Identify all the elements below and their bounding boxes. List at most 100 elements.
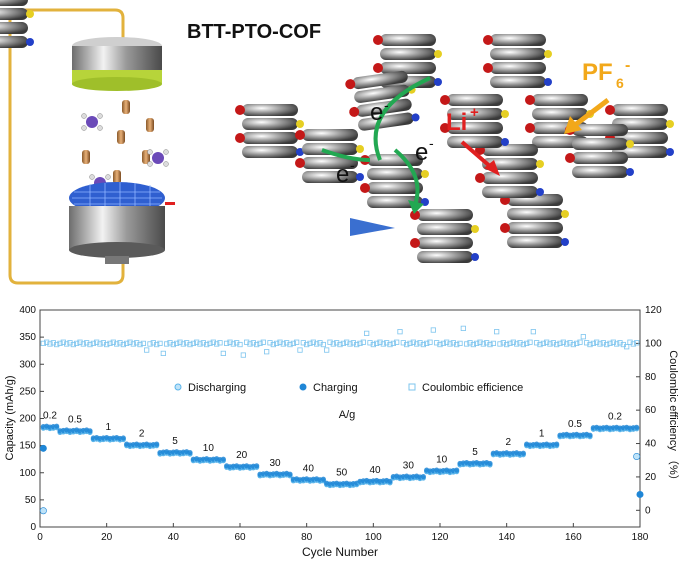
efficiency-point	[627, 339, 633, 345]
charge-point	[634, 424, 640, 430]
efficiency-point	[254, 341, 260, 348]
efficiency-point	[87, 341, 93, 348]
efficiency-point	[407, 340, 413, 346]
efficiency-point	[447, 341, 453, 347]
efficiency-point	[567, 340, 573, 346]
efficiency-point	[104, 341, 110, 348]
charge-point	[120, 435, 126, 441]
svg-text:e: e	[415, 139, 428, 166]
rate-label: 5	[172, 436, 178, 447]
efficiency-point	[404, 341, 410, 348]
efficiency-point	[590, 340, 596, 346]
efficiency-point	[337, 341, 343, 348]
x-tick-label: 100	[365, 532, 382, 543]
efficiency-point	[384, 340, 390, 346]
efficiency-point	[487, 341, 493, 348]
blue-arrow	[350, 218, 395, 236]
efficiency-point	[47, 341, 53, 347]
efficiency-point	[317, 340, 323, 346]
y2-tick-label: 120	[645, 305, 662, 316]
efficiency-point	[160, 350, 166, 357]
efficiency-point	[430, 327, 436, 333]
efficiency-point	[170, 341, 176, 348]
efficiency-point	[314, 341, 320, 347]
efficiency-point	[247, 341, 253, 347]
svg-text:6: 6	[616, 75, 624, 91]
efficiency-point	[214, 341, 220, 347]
y2-tick-label: 20	[645, 472, 657, 483]
svg-text:e: e	[336, 161, 349, 188]
efficiency-point	[270, 341, 276, 348]
rate-label: 50	[336, 468, 348, 479]
y2-axis-title: Coulombic efficiency （%）	[667, 350, 680, 486]
charge-point	[254, 463, 260, 469]
efficiency-point	[220, 350, 226, 357]
efficiency-point	[634, 340, 640, 346]
x-tick-label: 20	[101, 532, 113, 543]
efficiency-point	[90, 340, 96, 346]
efficiency-point	[527, 339, 533, 345]
efficiency-point	[577, 339, 583, 345]
efficiency-point	[477, 339, 483, 345]
charge-point	[87, 428, 93, 434]
efficiency-point	[74, 340, 80, 346]
rate-label: 10	[436, 455, 448, 466]
x-axis-title: Cycle Number	[302, 545, 378, 559]
legend-marker-discharging	[174, 383, 182, 391]
efficiency-point	[174, 340, 180, 346]
electron-label-1: e -	[370, 97, 389, 126]
legend-label: Charging	[313, 382, 358, 394]
efficiency-point	[497, 341, 503, 347]
efficiency-point	[370, 341, 376, 348]
charge-point	[54, 423, 60, 429]
efficiency-point	[54, 341, 60, 348]
efficiency-point	[560, 339, 566, 345]
charge-point	[454, 467, 460, 473]
efficiency-point	[57, 340, 63, 346]
efficiency-point	[610, 339, 616, 345]
efficiency-point	[194, 339, 200, 345]
efficiency-point	[347, 341, 353, 347]
charge-point	[487, 460, 493, 467]
efficiency-point	[534, 340, 540, 346]
anion-arrow	[573, 98, 610, 127]
efficiency-point	[494, 329, 500, 335]
efficiency-point	[554, 341, 560, 348]
efficiency-point	[427, 339, 433, 345]
efficiency-point	[207, 340, 213, 346]
efficiency-point	[234, 340, 240, 346]
efficiency-point	[320, 341, 326, 348]
efficiency-point	[244, 339, 250, 345]
rate-label: 30	[403, 461, 415, 472]
efficiency-point	[390, 340, 396, 346]
efficiency-point	[460, 325, 466, 331]
efficiency-point	[300, 340, 306, 346]
efficiency-point	[514, 341, 520, 347]
efficiency-point	[394, 339, 400, 345]
rate-label: 0.5	[68, 414, 82, 425]
efficiency-point	[584, 340, 590, 346]
li-arrow	[460, 140, 494, 170]
x-tick-label: 160	[565, 532, 582, 543]
efficiency-point	[354, 341, 360, 348]
rate-label: 20	[236, 450, 248, 461]
efficiency-point	[100, 340, 106, 346]
y-axis-title: Capacity (mAh/g)	[4, 376, 16, 461]
svg-text:-: -	[625, 57, 630, 74]
special-point	[39, 507, 47, 515]
external-circuit-wire	[8, 8, 125, 285]
efficiency-point	[607, 340, 613, 346]
efficiency-point	[564, 341, 570, 347]
efficiency-point	[284, 340, 290, 346]
efficiency-point	[127, 339, 133, 345]
efficiency-point	[540, 340, 546, 346]
efficiency-point	[387, 341, 393, 348]
efficiency-point	[187, 341, 193, 348]
efficiency-point	[224, 340, 230, 346]
efficiency-point	[507, 340, 513, 346]
efficiency-point	[110, 339, 116, 345]
legend-marker-charging	[299, 383, 307, 391]
efficiency-point	[137, 341, 143, 348]
efficiency-point	[470, 341, 476, 348]
